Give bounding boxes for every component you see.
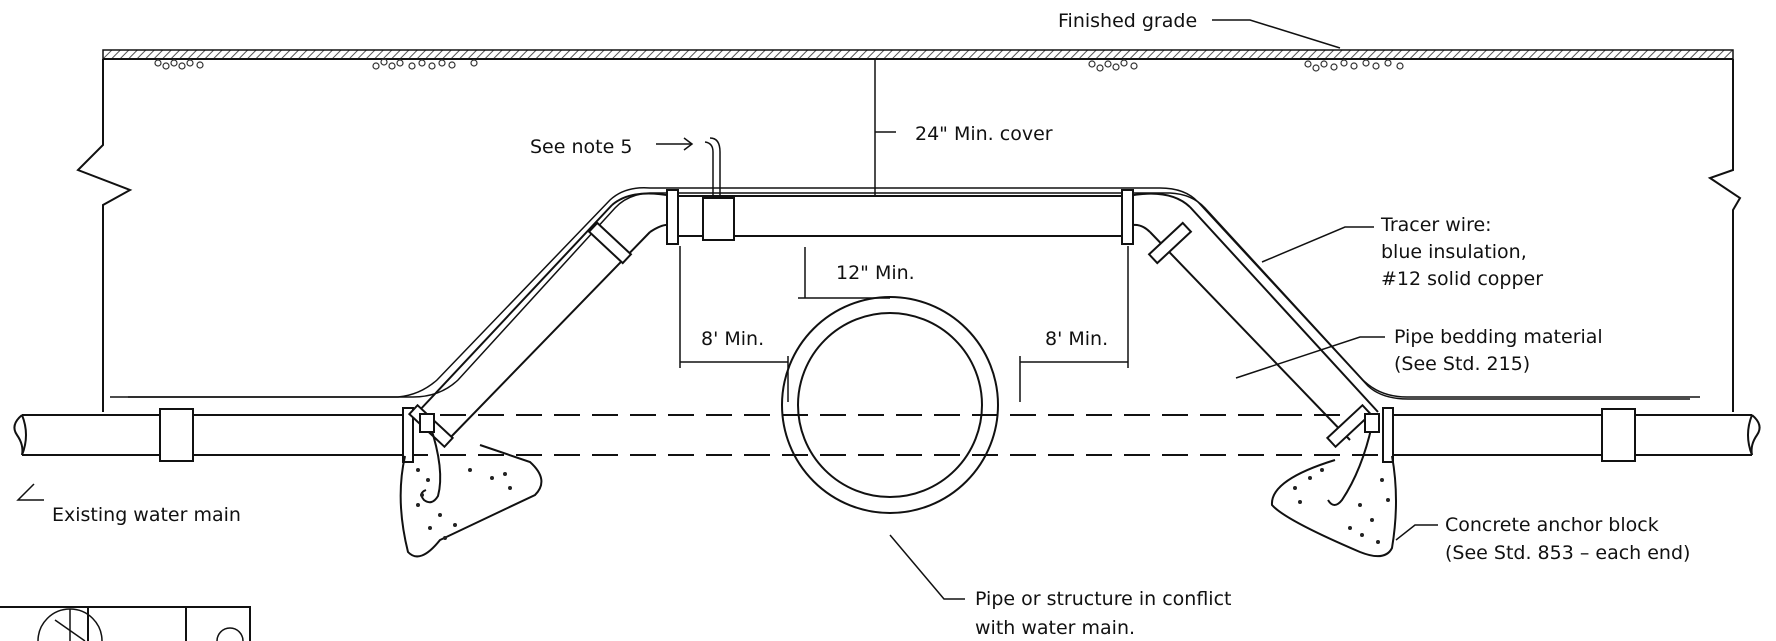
tracer-wire (110, 137, 1690, 400)
finished-grade-surface (102, 49, 1734, 60)
min-cover-label: 24" Min. cover (915, 123, 1053, 145)
horizontal-clearance-dimension-right (1019, 246, 1129, 402)
anchor-block-right (1270, 413, 1397, 558)
existing-water-main (13, 414, 1761, 456)
finished-grade-label: Finished grade (1058, 10, 1197, 32)
aggregate-dots-right (1293, 468, 1390, 544)
vertical-clearance-dimension (798, 247, 890, 299)
anchor-block-label-1: Concrete anchor block (1445, 514, 1659, 536)
anchor-block-label-2: (See Std. 853 – each end) (1445, 542, 1690, 564)
tracer-wire-label-2: blue insulation, (1381, 241, 1527, 263)
conflict-pipe-label-2: with water main. (975, 617, 1135, 639)
left-clearance-label: 8' Min. (701, 328, 764, 350)
see-note-label: See note 5 (530, 136, 632, 158)
bedding-label-1: Pipe bedding material (1394, 326, 1603, 348)
vertical-clearance-label: 12" Min. (836, 262, 915, 284)
existing-main-label: Existing water main (52, 504, 241, 526)
cover-dimension (874, 59, 896, 196)
conflict-pipe-label-1: Pipe or structure in conflict (975, 588, 1231, 610)
offset-pipe-right-horizontal (1382, 407, 1752, 463)
right-clearance-label: 8' Min. (1045, 328, 1108, 350)
leader-lines (16, 19, 1438, 600)
offset-pipe-top (666, 189, 1134, 245)
title-block-fragment (0, 606, 251, 641)
horizontal-clearance-dimension-left (679, 246, 789, 402)
trench-right-wall (1707, 59, 1742, 412)
anchor-block-left (399, 413, 543, 558)
offset-pipe-right-diagonal (1127, 192, 1379, 449)
bedding-label-2: (See Std. 215) (1394, 353, 1530, 375)
gravel-texture (154, 58, 1404, 72)
tracer-wire-label-3: #12 solid copper (1381, 268, 1543, 290)
tracer-wire-label-1: Tracer wire: (1380, 214, 1492, 236)
aggregate-dots-left (416, 468, 512, 540)
trench-left-wall (76, 59, 133, 412)
offset-pipe-left-diagonal (407, 192, 673, 449)
conflict-pipe (781, 296, 999, 514)
offset-pipe-left-horizontal (22, 407, 414, 463)
bedding-outline (128, 192, 1700, 398)
